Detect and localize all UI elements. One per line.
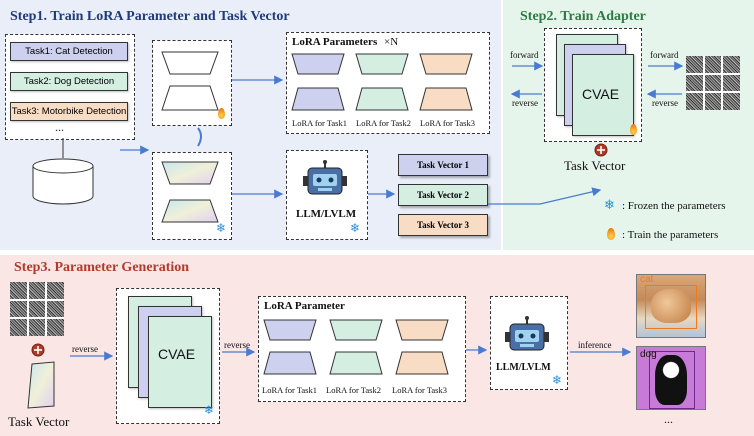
snowflake-icon: ❄ — [350, 221, 361, 235]
reverse-right-label: reverse — [652, 98, 678, 108]
cat-image — [636, 274, 706, 338]
lora3-label-3: LoRA for Task3 — [392, 385, 447, 395]
oplus-icon — [31, 343, 45, 357]
legend-frozen-label: : Frozen the parameters — [622, 200, 726, 212]
dog-image — [636, 346, 706, 410]
base-weights-shapes — [161, 161, 219, 223]
task-vector-1: Task Vector 1 — [398, 154, 488, 176]
task-vector-label-step2: Task Vector — [564, 158, 626, 173]
results-more: ... — [664, 412, 673, 426]
step3-title: Step3. Parameter Generation — [14, 260, 190, 275]
lora-params-multiplier: ×N — [383, 36, 399, 48]
lora-param-box-step3 — [258, 296, 466, 402]
dog-label: dog — [640, 349, 657, 360]
lora-params-box — [286, 32, 490, 134]
robot-icon — [303, 160, 347, 195]
cat-bbox — [645, 285, 697, 329]
reverse-label-2: reverse — [224, 340, 250, 350]
arrow-tv-to-step2 — [488, 187, 602, 205]
lora3-label-1: LoRA for Task1 — [262, 385, 317, 395]
cat-label: cat — [640, 274, 654, 285]
step2-title: Step2. Train Adapter — [520, 9, 646, 24]
dog-shape — [655, 355, 687, 405]
lora3-label-2: LoRA for Task2 — [326, 385, 381, 395]
task-chip-3: Task3: Motorbike Detection — [10, 102, 128, 121]
connector-curve — [197, 127, 202, 147]
inference-label: inference — [578, 340, 612, 350]
lora-init-shapes — [161, 51, 219, 111]
lora-params-title-text: LoRA Parameters — [292, 36, 378, 48]
task-chip-2: Task2: Dog Detection — [10, 72, 128, 91]
snowflake-icon: ❄ — [604, 198, 615, 213]
lora-label-1: LoRA for Task1 — [292, 118, 347, 128]
forward-left-label: forward — [510, 50, 539, 60]
llm-box-step1 — [286, 150, 368, 240]
step1-title: Step1. Train LoRA Parameter and Task Vec… — [10, 9, 290, 24]
snowflake-icon: ❄ — [552, 373, 563, 387]
task-vector-label-step3: Task Vector — [8, 414, 70, 429]
robot-icon — [505, 316, 549, 351]
reverse-left-label: reverse — [512, 98, 538, 108]
dataset-connector — [62, 138, 64, 158]
llm-label-step1: LLM/LVLM — [296, 208, 357, 220]
noise-grid-step2 — [686, 56, 740, 110]
forward-right-label: forward — [650, 50, 679, 60]
task-list-more: ... — [55, 120, 64, 134]
lora-label-3: LoRA for Task3 — [420, 118, 475, 128]
snowflake-icon: ❄ — [204, 403, 215, 417]
lora-label-2: LoRA for Task2 — [356, 118, 411, 128]
cvae-label-step2: CVAE — [582, 86, 620, 102]
task-vector-shape — [27, 361, 55, 409]
task-chip-1: Task1: Cat Detection — [10, 42, 128, 61]
lora-params-shapes — [291, 53, 473, 111]
cvae-card-front — [572, 54, 634, 136]
flame-icon — [218, 108, 225, 119]
dataset-cylinder-icon — [32, 158, 94, 205]
llm-label-step3: LLM/LVLM — [496, 362, 551, 373]
lora-param-shapes-step3 — [263, 319, 449, 375]
cvae-card-front — [148, 316, 212, 408]
lora-params-title: LoRA Parameters ×N — [292, 36, 398, 48]
flame-icon — [607, 228, 615, 240]
reverse-label-1: reverse — [72, 344, 98, 354]
lora-param-title-step3: LoRA Parameter — [264, 300, 345, 312]
oplus-icon — [594, 143, 608, 157]
dog-bbox — [649, 351, 695, 409]
task-vector-3: Task Vector 3 — [398, 214, 488, 236]
legend-train-label: : Train the parameters — [622, 229, 719, 241]
task-vector-2: Task Vector 2 — [398, 184, 488, 206]
snowflake-icon: ❄ — [216, 221, 227, 235]
cat-shape — [651, 289, 691, 323]
cvae-label-step3: CVAE — [158, 346, 196, 362]
flame-icon — [630, 124, 637, 135]
noise-grid-step3 — [10, 282, 64, 336]
